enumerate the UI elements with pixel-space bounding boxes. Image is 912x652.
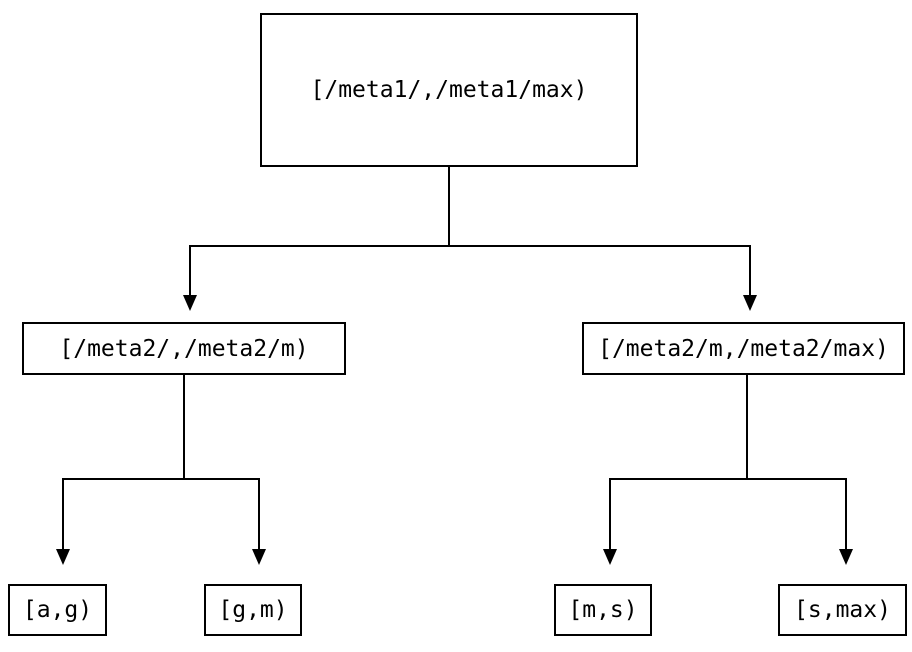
node-leaf-ag-range: [a,g): [8, 584, 107, 636]
node-meta2-right-range: [/meta2/m,/meta2/max): [582, 322, 905, 375]
arrowhead-down-icon: [183, 295, 197, 311]
arrowhead-down-icon: [743, 295, 757, 311]
arrowhead-down-icon: [56, 549, 70, 565]
node-leaf-smax-range: [s,max): [778, 584, 907, 636]
arrowhead-down-icon: [603, 549, 617, 565]
edge-root-crossbar: [189, 245, 751, 248]
edge-meta2-right-crossbar: [609, 478, 847, 481]
node-meta2-left-range: [/meta2/,/meta2/m): [22, 322, 346, 375]
node-root-range: [/meta1/,/meta1/max): [260, 13, 638, 167]
node-leaf-ms-range: [m,s): [554, 584, 652, 636]
node-leaf-gm-range: [g,m): [204, 584, 302, 636]
arrowhead-down-icon: [839, 549, 853, 565]
edge-meta2-left-crossbar: [62, 478, 260, 481]
arrowhead-down-icon: [252, 549, 266, 565]
